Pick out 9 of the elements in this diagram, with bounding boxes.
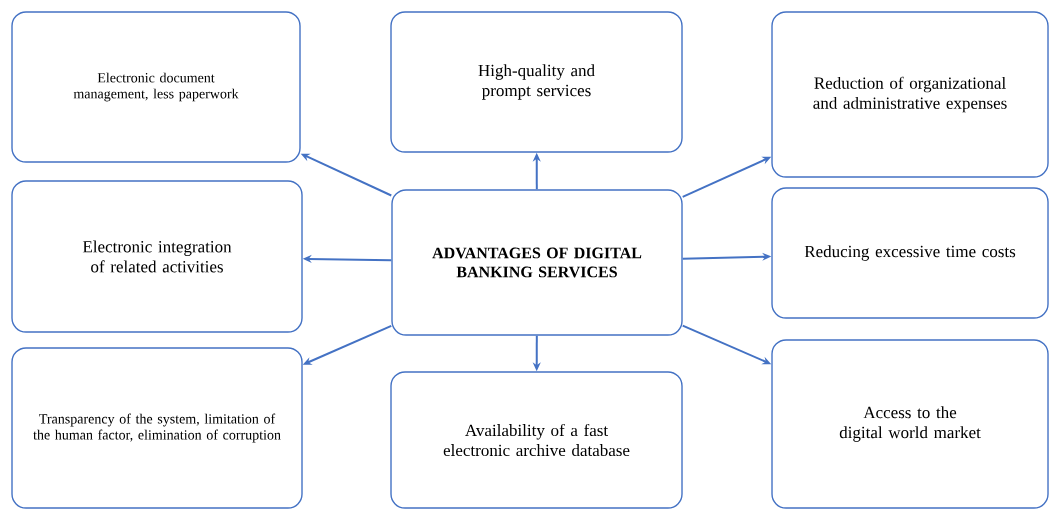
advantage-box: Reducing excessive time costs [771,187,1049,319]
advantage-box: Reduction of organizational and administrative expenses [771,11,1049,178]
title-box: ADVANTAGES OF DIGITAL BANKING SERVICES [391,189,683,336]
advantage-box: High-quality and prompt services [390,11,683,153]
advantage-box: Electronic document management, less paperwork [11,11,301,163]
advantage-box: Access to the digital world market [771,339,1049,509]
advantage-box: Transparency of the system, limitation of the human factor, elimination of corruption [11,347,303,509]
advantage-box: Availability of a fast electronic archive database [390,371,683,509]
advantage-box: Electronic integration of related activities [11,180,303,333]
